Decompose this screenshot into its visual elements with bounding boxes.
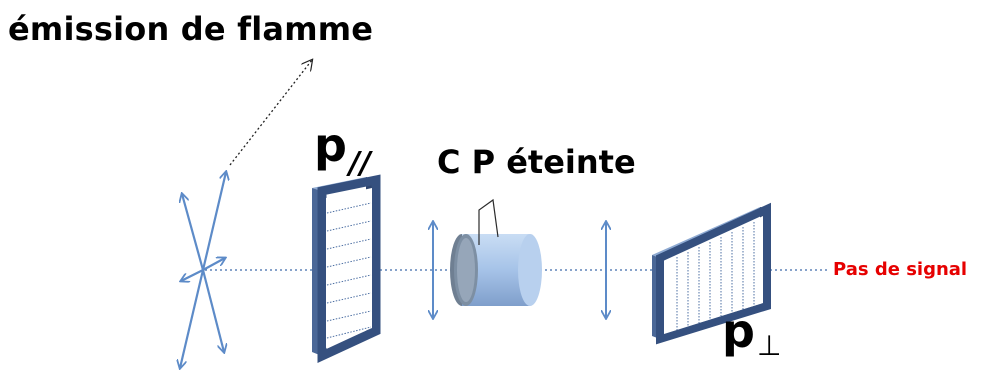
unpolarized-light-icon [180,172,226,368]
pockels-cell-label: C P éteinte [437,143,636,181]
polarizer-perpendicular [652,202,771,345]
polarizer-parallel [312,174,381,364]
polarizer-perpendicular-symbol: p [722,304,755,358]
pockels-cell [450,198,542,306]
polarizer-parallel-subscript: // [348,146,371,181]
output-signal-label: Pas de signal [833,259,968,280]
polarizer-perpendicular-subscript: ⊥ [756,329,782,362]
diagram-title: émission de flamme [8,10,374,48]
polarizer-perpendicular-label: p⊥ [722,308,782,362]
polarizer-parallel-label: p// [314,122,371,181]
emission-direction-arrow [229,60,312,166]
polarizer-parallel-symbol: p [314,118,347,172]
electrode-wires [478,198,499,245]
